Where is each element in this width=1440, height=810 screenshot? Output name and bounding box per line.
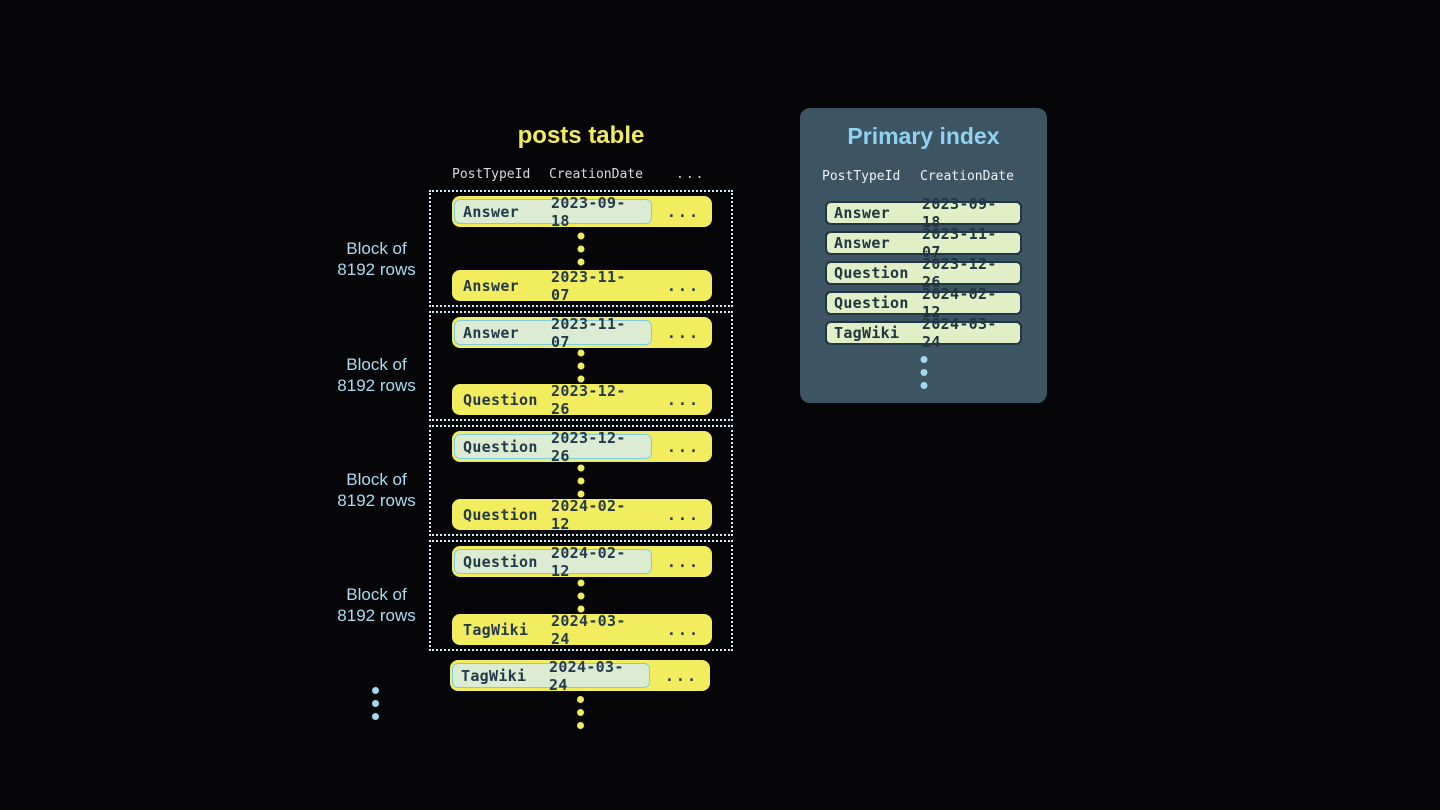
primary-index-title: Primary index <box>847 123 1000 149</box>
table-row: TagWiki 2024-03-24 ... <box>452 612 712 648</box>
column-header-creationdate: CreationDate <box>549 167 643 182</box>
row-key-cell-highlighted: Question 2023-12-26 <box>454 429 652 465</box>
more-blocks-dots <box>372 687 379 720</box>
block-3: Question 2023-12-26 ... Question 2024-02… <box>429 425 733 536</box>
row-more-columns: ... <box>666 505 700 524</box>
table-row: Question 2023-12-26 ... <box>452 382 712 418</box>
table-row-trailing: TagWiki 2024-03-24 ... <box>450 658 710 694</box>
row-more-columns: ... <box>666 552 700 571</box>
primary-index-panel: Primary index PostTypeId CreationDate An… <box>800 108 1047 403</box>
row-post-type: TagWiki <box>463 620 529 639</box>
ellipsis-dots <box>920 356 927 389</box>
block-size-label: Block of 8192 rows <box>337 470 416 510</box>
index-post-type: Question <box>834 294 909 312</box>
index-creation-date: 2023-09-18 <box>922 195 997 231</box>
index-creation-date: 2023-11-07 <box>922 225 997 261</box>
row-key-cell: Question 2023-12-26 <box>454 382 652 418</box>
ellipsis-dots <box>577 464 585 497</box>
row-key-cell: Answer 2023-11-07 <box>454 268 652 304</box>
ellipsis-dots <box>577 579 585 612</box>
table-row: Question 2024-02-12 ... <box>452 497 712 533</box>
row-key-cell-highlighted: Question 2024-02-12 <box>454 544 652 580</box>
index-post-type: Question <box>834 264 909 282</box>
row-creation-date: 2024-02-12 <box>551 496 626 533</box>
index-creation-date: 2023-12-26 <box>922 255 997 291</box>
row-post-type: Question <box>463 505 538 524</box>
table-row: Question 2023-12-26 ... <box>452 429 712 465</box>
block-1: Answer 2023-09-18 ... Answer 2023-11-07 … <box>429 190 733 307</box>
index-creation-date: 2024-03-24 <box>922 315 997 351</box>
column-header-posttypeid: PostTypeId <box>452 167 531 182</box>
table-row: Answer 2023-11-07 ... <box>452 315 712 351</box>
row-creation-date: 2023-11-07 <box>551 267 626 304</box>
row-key-cell-highlighted: Answer 2023-09-18 <box>454 194 652 230</box>
table-row: Answer 2023-11-07 ... <box>452 268 712 304</box>
row-key-cell-highlighted: TagWiki 2024-03-24 <box>452 658 650 694</box>
row-more-columns: ... <box>666 390 700 409</box>
block-size-label: Block of 8192 rows <box>337 239 416 279</box>
row-post-type: Answer <box>463 202 519 221</box>
row-creation-date: 2023-09-18 <box>551 193 626 230</box>
row-creation-date: 2023-12-26 <box>551 428 626 465</box>
column-header-posttypeid: PostTypeId <box>822 169 901 184</box>
row-key-cell-highlighted: Answer 2023-11-07 <box>454 315 652 351</box>
row-more-columns: ... <box>666 276 700 295</box>
ellipsis-dots <box>577 696 584 729</box>
block-4: Question 2024-02-12 ... TagWiki 2024-03-… <box>429 540 733 651</box>
row-creation-date: 2024-03-24 <box>549 657 624 694</box>
primary-index-column-headers: PostTypeId CreationDate <box>800 169 1047 185</box>
posts-table-title: posts table <box>517 122 645 149</box>
index-entry: Question 2023-12-26 <box>825 255 1022 291</box>
row-more-columns: ... <box>666 323 700 342</box>
row-creation-date: 2023-12-26 <box>551 381 626 418</box>
row-creation-date: 2024-02-12 <box>551 543 626 580</box>
row-creation-date: 2023-11-07 <box>551 314 626 351</box>
index-creation-date: 2024-02-12 <box>922 285 997 321</box>
index-entry: Answer 2023-11-07 <box>825 225 1022 261</box>
column-header-creationdate: CreationDate <box>920 169 1014 184</box>
index-entry: TagWiki 2024-03-24 <box>825 315 1022 351</box>
table-row: Answer 2023-09-18 ... <box>452 194 712 230</box>
index-post-type: Answer <box>834 204 890 222</box>
posts-table-column-headers: PostTypeId CreationDate ... <box>429 167 733 185</box>
row-post-type: Answer <box>463 276 519 295</box>
index-entry: Question 2024-02-12 <box>825 285 1022 321</box>
table-row: Question 2024-02-12 ... <box>452 544 712 580</box>
block-2: Answer 2023-11-07 ... Question 2023-12-2… <box>429 311 733 421</box>
row-creation-date: 2024-03-24 <box>551 611 626 648</box>
row-post-type: Question <box>463 390 538 409</box>
row-key-cell: Question 2024-02-12 <box>454 497 652 533</box>
row-post-type: Question <box>463 437 538 456</box>
row-more-columns: ... <box>666 620 700 639</box>
row-more-columns: ... <box>666 437 700 456</box>
block-size-label: Block of 8192 rows <box>337 355 416 395</box>
row-more-columns: ... <box>664 666 698 685</box>
ellipsis-dots <box>577 349 585 383</box>
ellipsis-dots <box>577 232 585 265</box>
index-entry: Answer 2023-09-18 <box>825 195 1022 231</box>
column-header-ellipsis: ... <box>676 167 706 182</box>
row-key-cell: TagWiki 2024-03-24 <box>454 612 652 648</box>
index-post-type: TagWiki <box>834 324 900 342</box>
row-post-type: TagWiki <box>461 666 527 685</box>
row-post-type: Answer <box>463 323 519 342</box>
row-more-columns: ... <box>666 202 700 221</box>
row-post-type: Question <box>463 552 538 571</box>
index-post-type: Answer <box>834 234 890 252</box>
block-size-label: Block of 8192 rows <box>337 585 416 625</box>
